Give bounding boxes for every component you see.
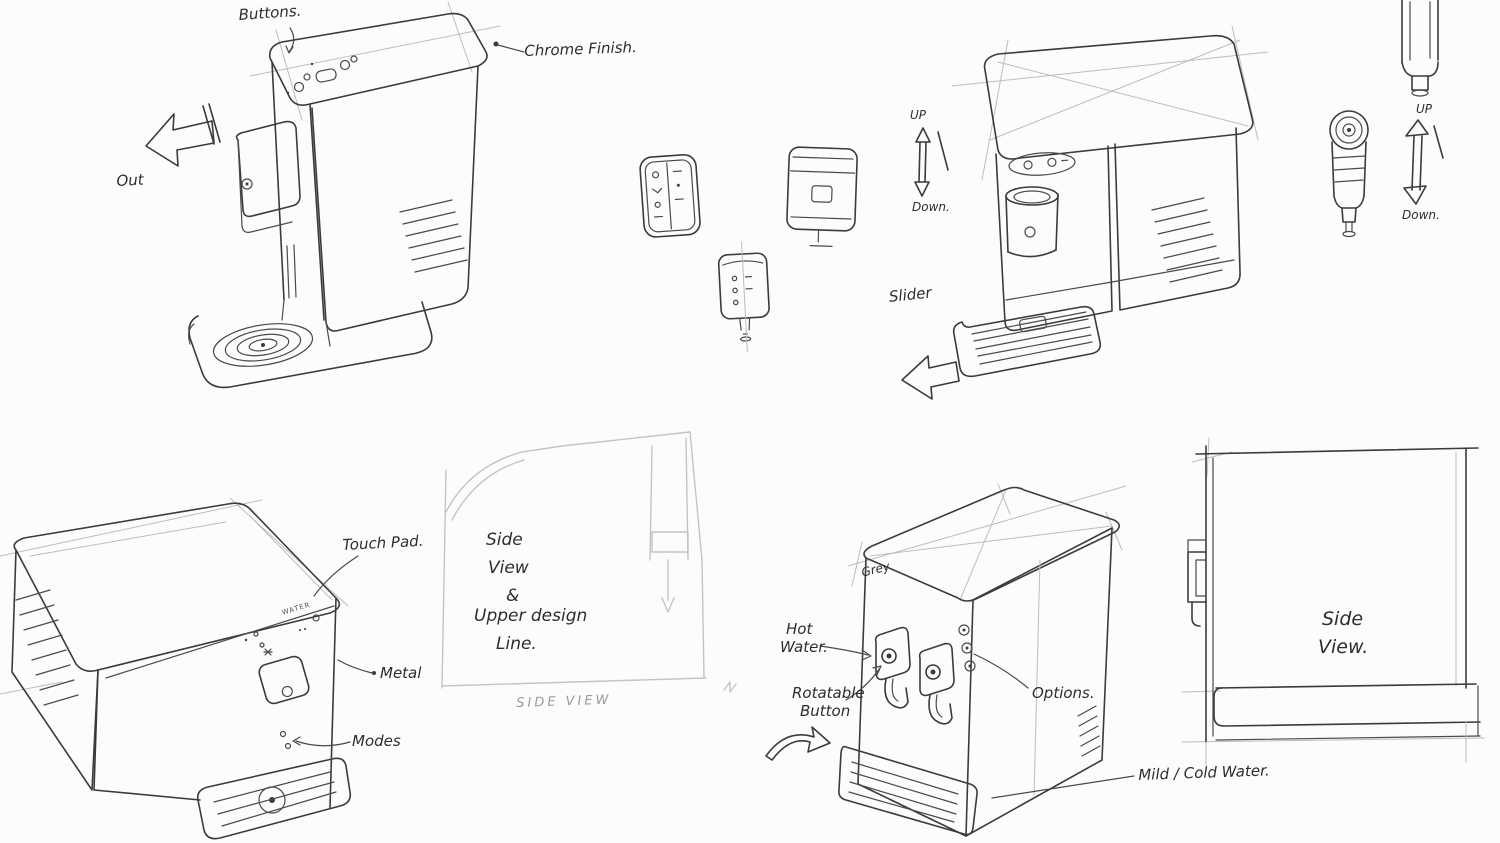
label-line: Line. bbox=[496, 634, 537, 654]
mild-cold-leader bbox=[991, 775, 1135, 799]
rotate-arrow-icon bbox=[765, 726, 831, 761]
drip-tray-sketch bbox=[952, 305, 1102, 378]
cold-water-nozzle-sketch bbox=[918, 642, 955, 725]
metal-leader bbox=[337, 659, 373, 674]
spout-sketch bbox=[235, 120, 301, 299]
vent-lines bbox=[1151, 197, 1223, 283]
modes-leader bbox=[295, 740, 351, 747]
drip-tray-sketch bbox=[838, 745, 978, 836]
label-down: Down. bbox=[912, 200, 950, 214]
vent-lines bbox=[15, 589, 79, 706]
control-detail-sketches bbox=[639, 146, 858, 353]
label-view-right: View. bbox=[1318, 636, 1369, 658]
label-modes: Modes bbox=[352, 732, 401, 750]
label-upper-design: Upper design bbox=[474, 606, 588, 626]
out-arrow-icon bbox=[145, 103, 221, 167]
side-view-center-sketch bbox=[441, 431, 737, 693]
dispenser-bottom-left-sketch bbox=[0, 497, 376, 840]
nozzle-sketch bbox=[1005, 186, 1059, 258]
up-down-arrow-icon bbox=[914, 127, 949, 197]
rotatable-leader bbox=[845, 667, 881, 701]
label-button: Button bbox=[800, 702, 851, 720]
label-rotatable: Rotatable bbox=[792, 684, 865, 702]
tank-detail-sketch bbox=[786, 146, 858, 247]
nozzle-detail-sketch bbox=[1329, 0, 1444, 238]
side-view-right-sketch bbox=[1181, 437, 1485, 771]
label-nozzle-down: Down. bbox=[1402, 208, 1440, 222]
top-buttons-sketch bbox=[286, 55, 358, 95]
dispenser-bottom-right-sketch bbox=[765, 483, 1135, 837]
label-up: UP bbox=[910, 108, 927, 122]
vent-lines bbox=[399, 199, 468, 273]
hot-water-nozzle-sketch bbox=[874, 626, 911, 709]
label-side: Side bbox=[486, 530, 523, 550]
label-view: View bbox=[488, 558, 529, 578]
label-side-right: Side bbox=[1322, 608, 1364, 630]
label-water: Water. bbox=[780, 638, 828, 656]
cup-detail-sketch bbox=[717, 241, 770, 353]
dispenser-top-right-sketch bbox=[901, 25, 1269, 400]
up-down-arrow-icon bbox=[1403, 119, 1444, 205]
drip-tray-sketch bbox=[196, 757, 352, 840]
touchpad-leader bbox=[313, 555, 359, 597]
label-options: Options. bbox=[1032, 684, 1095, 702]
options-leader bbox=[973, 653, 1029, 689]
label-nozzle-up: UP bbox=[1416, 102, 1433, 116]
label-out: Out bbox=[116, 170, 145, 190]
label-hot: Hot bbox=[786, 620, 813, 638]
hot-water-leader bbox=[819, 645, 869, 656]
slider-arrow-icon bbox=[901, 355, 960, 400]
remote-panel-sketch bbox=[639, 154, 701, 238]
label-ampersand: & bbox=[506, 586, 520, 606]
chrome-leader bbox=[497, 44, 525, 53]
spout-sketch bbox=[258, 655, 310, 705]
dispenser-top-left-sketch bbox=[145, 1, 525, 389]
vent-lines bbox=[1077, 705, 1101, 757]
label-metal: Metal bbox=[380, 664, 422, 682]
